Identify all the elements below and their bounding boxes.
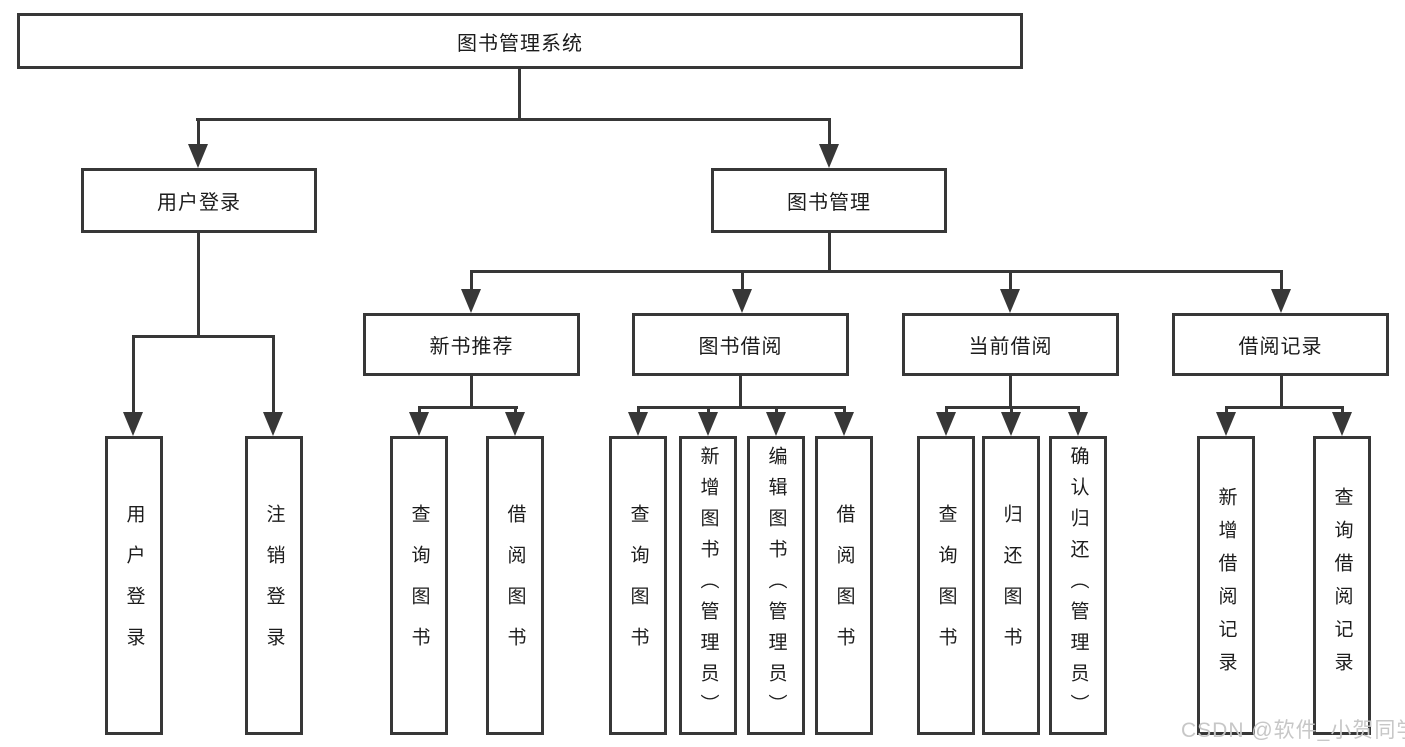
leaf-query-books-borrow: 查询图书 (609, 436, 667, 735)
node-label: 借阅记录 (1238, 336, 1323, 358)
leaf-label: 查询图书 (408, 503, 430, 668)
connector-arrow (1000, 289, 1020, 313)
connector-arrow (766, 412, 786, 436)
leaf-label: 借阅图书 (833, 503, 855, 668)
connector-arrow (123, 412, 143, 436)
connector-line (196, 118, 831, 121)
connector-arrow (409, 412, 429, 436)
node-label: 新书推荐 (429, 336, 514, 358)
connector-line (1225, 406, 1344, 409)
connector-line (739, 376, 742, 408)
leaf-label: 编辑图书（管理员） (765, 446, 787, 725)
connector-line (1280, 376, 1283, 408)
leaf-query-books-recommend: 查询图书 (390, 436, 448, 735)
connector-line (197, 118, 200, 150)
connector-line (470, 376, 473, 408)
connector-arrow (1271, 289, 1291, 313)
node-user-login: 用户登录 (81, 168, 317, 233)
connector-arrow (1068, 412, 1088, 436)
node-label: 图书借阅 (698, 336, 783, 358)
connector-arrow (698, 412, 718, 436)
node-root-label: 图书管理系统 (457, 32, 583, 55)
connector-line (197, 233, 200, 337)
leaf-label: 新增借阅记录 (1215, 486, 1237, 685)
connector-arrow (819, 144, 839, 168)
connector-line (518, 69, 521, 120)
leaf-query-books-current: 查询图书 (917, 436, 975, 735)
connector-arrow (505, 412, 525, 436)
leaf-add-borrow-record: 新增借阅记录 (1197, 436, 1255, 735)
connector-line (418, 406, 518, 409)
node-label: 当前借阅 (968, 336, 1053, 358)
node-root: 图书管理系统 (17, 13, 1023, 69)
leaf-borrow-books: 借阅图书 (815, 436, 873, 735)
csdn-watermark: CSDN @软件_小贺同学 (1181, 719, 1405, 742)
connector-arrow (834, 412, 854, 436)
leaf-label: 归还图书 (1000, 503, 1022, 668)
leaf-label: 查询借阅记录 (1331, 486, 1353, 685)
leaf-confirm-return-admin: 确认归还（管理员） (1049, 436, 1107, 735)
connector-line (1280, 270, 1283, 295)
leaf-label: 新增图书（管理员） (697, 446, 719, 725)
connector-arrow (1001, 412, 1021, 436)
leaf-label: 确认归还（管理员） (1067, 446, 1089, 725)
connector-arrow (461, 289, 481, 313)
connector-line (828, 118, 831, 150)
leaf-query-borrow-record: 查询借阅记录 (1313, 436, 1371, 735)
leaf-label: 借阅图书 (504, 503, 526, 668)
leaf-label: 用户登录 (123, 503, 145, 668)
connector-arrow (936, 412, 956, 436)
node-label: 用户登录 (157, 192, 241, 214)
leaf-label: 查询图书 (935, 503, 957, 668)
connector-line (1009, 376, 1012, 408)
node-current-borrow: 当前借阅 (902, 313, 1119, 376)
connector-line (272, 335, 275, 415)
leaf-return-book: 归还图书 (982, 436, 1040, 735)
connector-line (470, 270, 473, 295)
connector-arrow (628, 412, 648, 436)
node-label: 图书管理 (787, 192, 871, 214)
node-new-book-recommend: 新书推荐 (363, 313, 580, 376)
connector-line (828, 233, 831, 273)
connector-line (132, 335, 135, 415)
connector-arrow (263, 412, 283, 436)
connector-arrow (188, 144, 208, 168)
leaf-borrow-books-recommend: 借阅图书 (486, 436, 544, 735)
node-book-management: 图书管理 (711, 168, 947, 233)
connector-line (470, 270, 1283, 273)
connector-line (637, 406, 846, 409)
node-borrow-records: 借阅记录 (1172, 313, 1389, 376)
leaf-user-login: 用户登录 (105, 436, 163, 735)
connector-line (1009, 270, 1012, 295)
leaf-add-book-admin: 新增图书（管理员） (679, 436, 737, 735)
connector-arrow (1216, 412, 1236, 436)
leaf-label: 查询图书 (627, 503, 649, 668)
connector-arrow (732, 289, 752, 313)
connector-arrow (1332, 412, 1352, 436)
leaf-logout: 注销登录 (245, 436, 303, 735)
connector-line (132, 335, 275, 338)
connector-line (741, 270, 744, 295)
node-book-borrow: 图书借阅 (632, 313, 849, 376)
leaf-edit-book-admin: 编辑图书（管理员） (747, 436, 805, 735)
leaf-label: 注销登录 (263, 503, 285, 668)
